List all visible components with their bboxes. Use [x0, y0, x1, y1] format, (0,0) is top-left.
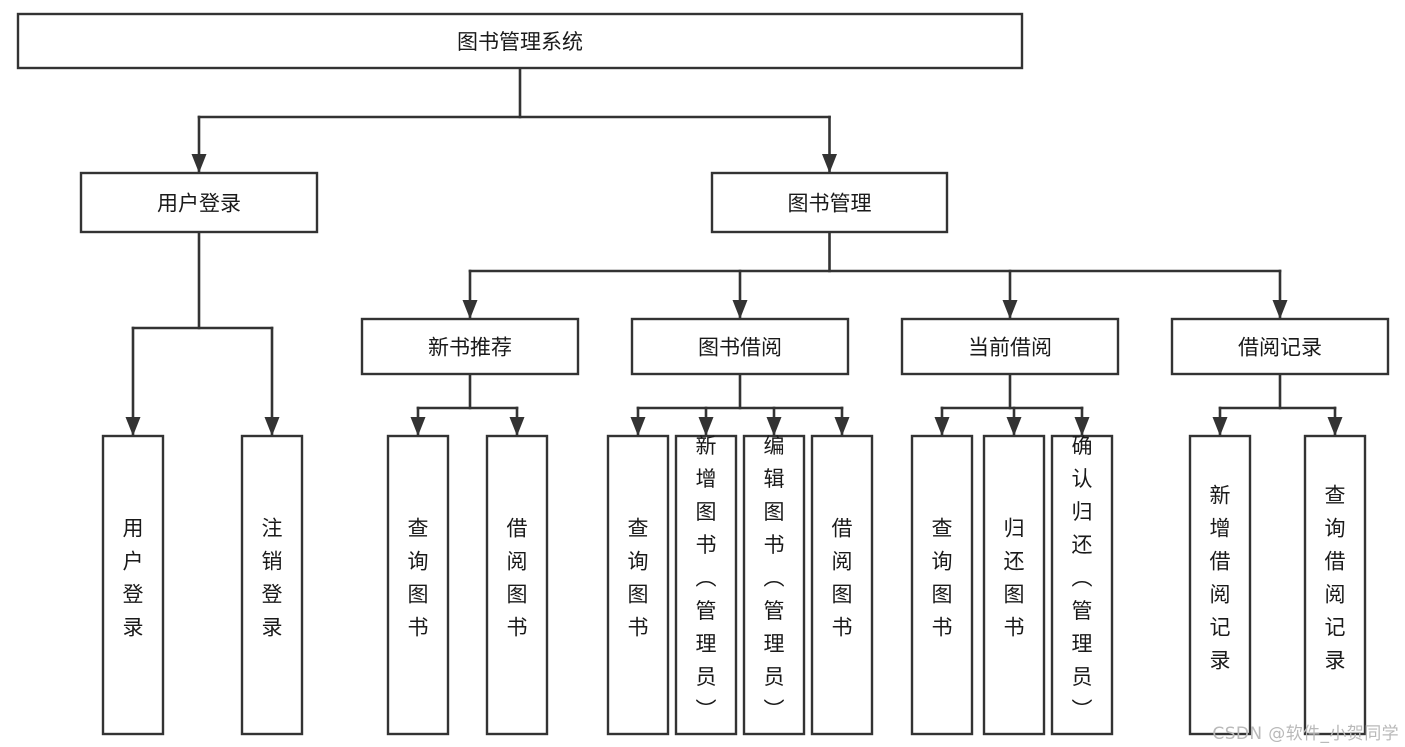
- node-leaf-edit-book[interactable]: 编辑图书︵管理员︶: [742, 434, 806, 736]
- arrowhead-icon: [834, 417, 850, 436]
- node-new-book-rec[interactable]: 新书推荐: [360, 317, 580, 376]
- node-label: 图书管理系统: [457, 30, 583, 54]
- node-box[interactable]: [900, 317, 1120, 376]
- arrowhead-icon: [1327, 417, 1343, 436]
- arrowhead-icon: [732, 300, 748, 319]
- node-box[interactable]: [79, 171, 319, 234]
- node-box[interactable]: [742, 434, 806, 736]
- node-box[interactable]: [982, 434, 1046, 736]
- node-label: 确认归还︵管理员︶: [1072, 434, 1093, 722]
- node-box[interactable]: [240, 434, 304, 736]
- node-leaf-query-book-1[interactable]: 查询图书: [386, 434, 450, 736]
- node-book-manage[interactable]: 图书管理: [710, 171, 949, 234]
- node-label: 用户登录: [123, 517, 144, 640]
- node-box[interactable]: [606, 434, 670, 736]
- arrowhead-icon: [822, 154, 837, 173]
- node-label: 注销登录: [262, 517, 283, 640]
- node-label: 借阅图书: [507, 517, 528, 640]
- node-leaf-user-logout[interactable]: 注销登录: [240, 434, 304, 736]
- arrowhead-icon: [125, 417, 141, 436]
- arrowhead-icon: [410, 417, 426, 436]
- arrowhead-icon: [1074, 417, 1090, 436]
- arrowhead-icon: [630, 417, 646, 436]
- node-label: 查询图书: [408, 517, 429, 640]
- node-box[interactable]: [1188, 434, 1252, 736]
- node-box[interactable]: [360, 317, 580, 376]
- watermark-label: CSDN @软件_小贺同学: [1212, 724, 1399, 744]
- node-label: 新增借阅记录: [1210, 484, 1231, 673]
- node-label: 新增图书︵管理员︶: [696, 434, 717, 722]
- arrowhead-icon: [1212, 417, 1228, 436]
- node-label: 图书借阅: [698, 336, 782, 360]
- arrowhead-icon: [191, 154, 207, 173]
- node-label: 当前借阅: [968, 336, 1052, 360]
- node-box[interactable]: [710, 171, 949, 234]
- node-box[interactable]: [1170, 317, 1390, 376]
- arrowhead-icon: [462, 300, 478, 319]
- node-box[interactable]: [386, 434, 450, 736]
- arrowhead-icon: [934, 417, 950, 436]
- node-label: 查询借阅记录: [1325, 484, 1346, 673]
- node-label: 归还图书: [1004, 517, 1025, 640]
- node-borrow-record[interactable]: 借阅记录: [1170, 317, 1390, 376]
- node-label: 借阅记录: [1238, 336, 1322, 360]
- node-current-borrow[interactable]: 当前借阅: [900, 317, 1120, 376]
- node-box[interactable]: [810, 434, 874, 736]
- node-label: 新书推荐: [428, 336, 512, 360]
- node-leaf-confirm-return[interactable]: 确认归还︵管理员︶: [1050, 434, 1114, 736]
- node-box[interactable]: [16, 12, 1024, 70]
- node-box[interactable]: [485, 434, 549, 736]
- node-box[interactable]: [101, 434, 165, 736]
- node-user-login[interactable]: 用户登录: [79, 171, 319, 234]
- node-leaf-borrow-book-1[interactable]: 借阅图书: [485, 434, 549, 736]
- node-label: 编辑图书︵管理员︶: [764, 434, 785, 722]
- node-box[interactable]: [910, 434, 974, 736]
- arrowhead-icon: [1272, 300, 1288, 319]
- node-box[interactable]: [630, 317, 850, 376]
- node-box[interactable]: [1050, 434, 1114, 736]
- node-book-borrow[interactable]: 图书借阅: [630, 317, 850, 376]
- node-label: 查询图书: [932, 517, 953, 640]
- arrowhead-icon: [509, 417, 525, 436]
- node-label: 查询图书: [628, 517, 649, 640]
- node-label: 借阅图书: [832, 517, 853, 640]
- arrowhead-icon: [264, 417, 280, 436]
- node-label: 用户登录: [157, 192, 241, 216]
- node-leaf-add-book[interactable]: 新增图书︵管理员︶: [674, 434, 738, 736]
- node-leaf-query-record[interactable]: 查询借阅记录: [1303, 434, 1367, 736]
- node-leaf-return-book[interactable]: 归还图书: [982, 434, 1046, 736]
- node-leaf-add-record[interactable]: 新增借阅记录: [1188, 434, 1252, 736]
- arrowhead-icon: [698, 417, 714, 436]
- node-root[interactable]: 图书管理系统: [16, 12, 1024, 70]
- node-leaf-borrow-book-2[interactable]: 借阅图书: [810, 434, 874, 736]
- node-leaf-query-book-2[interactable]: 查询图书: [606, 434, 670, 736]
- node-leaf-query-book-3[interactable]: 查询图书: [910, 434, 974, 736]
- arrowhead-icon: [1002, 300, 1018, 319]
- arrowhead-icon: [1006, 417, 1022, 436]
- node-label: 图书管理: [788, 192, 872, 216]
- arrowhead-icon: [766, 417, 782, 436]
- node-leaf-user-login[interactable]: 用户登录: [101, 434, 165, 736]
- node-box[interactable]: [674, 434, 738, 736]
- node-box[interactable]: [1303, 434, 1367, 736]
